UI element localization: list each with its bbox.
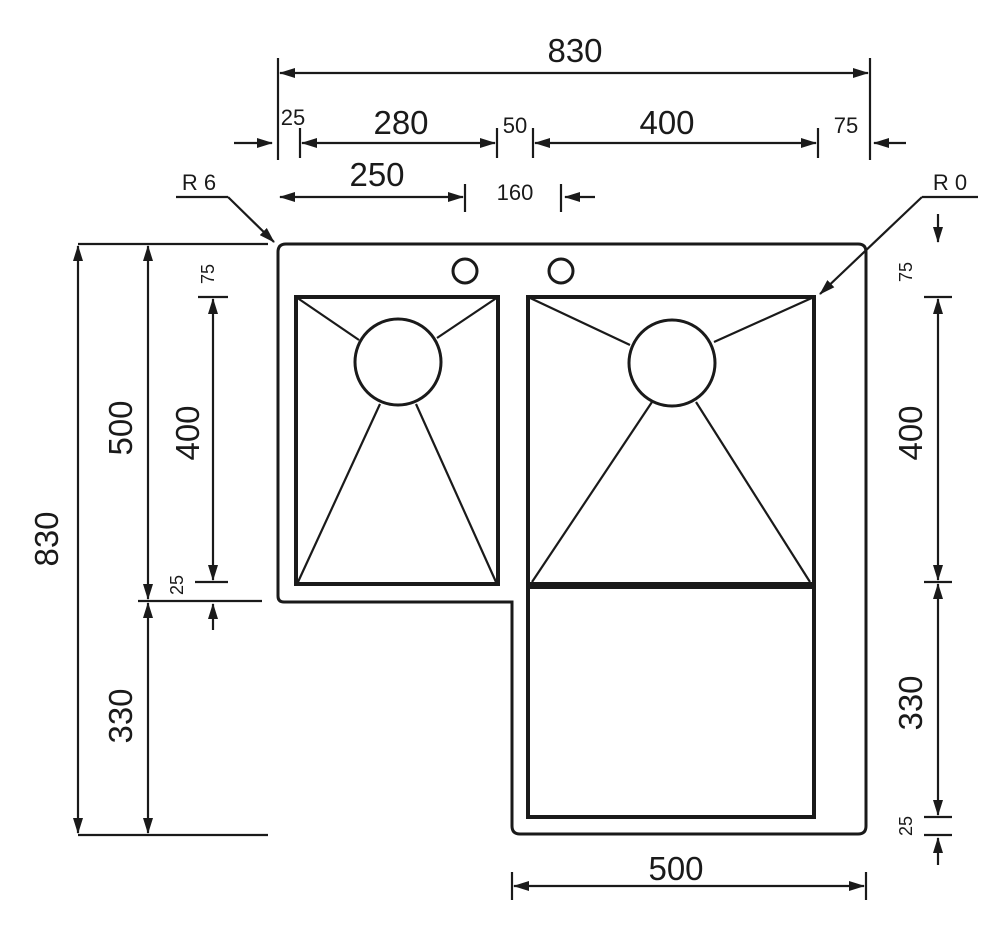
tap-hole-left-icon <box>451 257 479 285</box>
label-left-bowl-width: 280 <box>373 104 428 141</box>
label-overall-height: 830 <box>28 511 65 566</box>
label-right-margin: 75 <box>834 113 858 138</box>
dim-bottom-width: 500 <box>510 850 868 900</box>
label-radius-left: R 6 <box>182 170 216 195</box>
dim-row-2: 25 280 50 400 75 <box>234 104 906 158</box>
label-lower-height: 330 <box>102 688 139 743</box>
label-upper-height: 500 <box>102 400 139 455</box>
left-bowl <box>294 295 500 586</box>
right-drain-icon <box>627 318 717 408</box>
label-left-bottom-margin: 25 <box>167 575 187 595</box>
label-right-bowl-width: 400 <box>639 104 694 141</box>
dim-row-3: 250 160 <box>279 156 595 212</box>
label-right-bowl-height: 400 <box>892 405 929 460</box>
label-left-bowl-height: 400 <box>169 405 206 460</box>
radius-left-callout: R 6 <box>176 170 275 243</box>
label-bowl-gap: 50 <box>503 113 527 138</box>
label-tap-offset: 160 <box>497 180 534 205</box>
label-right-drainer-height: 330 <box>892 675 929 730</box>
dim-overall-width: 830 <box>276 32 872 160</box>
label-right-bottom-margin: 25 <box>896 816 916 836</box>
label-right-top-margin: 75 <box>896 262 916 282</box>
label-left-bowl-inner-width: 250 <box>349 156 404 193</box>
label-left-margin: 25 <box>281 105 305 130</box>
dim-left-verticals: 830 500 330 400 75 25 <box>28 242 268 837</box>
drainer-area <box>526 585 816 819</box>
label-overall-width: 830 <box>547 32 602 69</box>
radius-right-callout: R 0 <box>819 170 978 295</box>
label-bottom-width: 500 <box>648 850 703 887</box>
label-left-top-margin: 75 <box>198 264 218 284</box>
dim-right-verticals: 75 400 330 25 <box>892 214 952 865</box>
left-drain-icon <box>353 317 443 407</box>
right-bowl <box>526 295 816 586</box>
tap-hole-right-icon <box>547 257 575 285</box>
label-radius-right: R 0 <box>933 170 967 195</box>
